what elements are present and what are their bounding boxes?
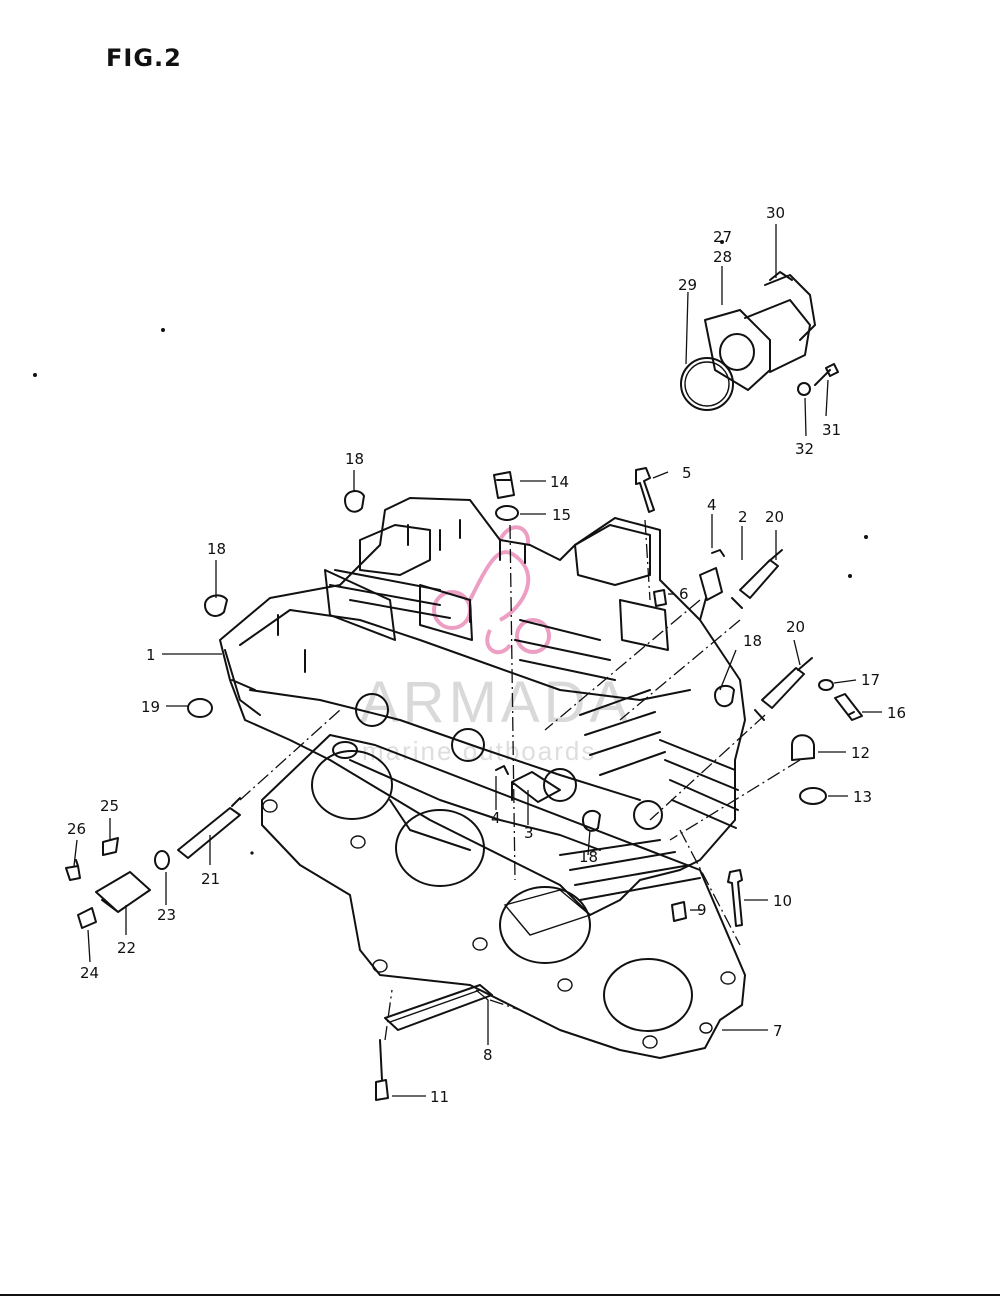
callout-18b: 18	[207, 540, 226, 558]
gasket-17	[818, 679, 834, 691]
housing-22	[95, 871, 151, 913]
callout-14: 14	[550, 473, 569, 491]
callout-13: 13	[853, 788, 872, 806]
screw-31	[814, 363, 839, 386]
bottom-border	[0, 1294, 1000, 1296]
rod-21	[177, 797, 241, 859]
spark-plug-20a	[731, 549, 783, 609]
washer-32	[797, 382, 811, 396]
callout-16: 16	[887, 704, 906, 722]
callout-3: 3	[524, 824, 534, 842]
callout-15: 15	[552, 506, 571, 524]
cap-nut-14	[493, 471, 515, 499]
callout-18a: 18	[345, 450, 364, 468]
clip-4a	[711, 549, 725, 557]
watermark-logo	[432, 525, 551, 655]
small-parts	[65, 467, 863, 1101]
watermark-brand: ARMADA	[360, 670, 632, 735]
callout-7: 7	[773, 1022, 783, 1040]
callout-12: 12	[851, 744, 870, 762]
cap-24	[77, 907, 97, 929]
hose-clamp-30	[764, 274, 816, 341]
callout-20b: 20	[786, 618, 805, 636]
callout-10: 10	[773, 892, 792, 910]
callout-30: 30	[766, 204, 785, 222]
plug-18a	[344, 490, 365, 513]
callout-18c: 18	[743, 632, 762, 650]
intake-pipe-assembly	[680, 271, 839, 411]
bolt-11	[375, 1039, 389, 1101]
callout-22: 22	[117, 939, 136, 957]
bolt-16	[834, 693, 863, 721]
leader-lines	[73, 224, 882, 1097]
valve-3	[511, 771, 561, 803]
screw-26	[65, 859, 81, 881]
plug-18c	[714, 684, 735, 708]
callout-21: 21	[201, 870, 220, 888]
callout-32: 32	[795, 440, 814, 458]
bolt-10	[727, 869, 743, 927]
alignment-lines	[239, 519, 801, 1041]
plug-18d	[582, 809, 601, 832]
callout-8: 8	[483, 1046, 493, 1064]
plate-25	[102, 837, 119, 856]
callout-4a: 4	[707, 496, 717, 514]
callout-19: 19	[141, 698, 160, 716]
washer-15	[495, 505, 519, 521]
callout-6: 6	[679, 585, 689, 603]
callout-17: 17	[861, 671, 880, 689]
spark-plug-20b	[754, 657, 813, 721]
head-gasket	[261, 734, 746, 1059]
callout-4b: 4	[491, 809, 501, 827]
cylinder-head	[219, 497, 746, 916]
plug-18b	[204, 594, 228, 617]
o-ring-29	[680, 357, 734, 411]
gasket-strip	[384, 984, 493, 1031]
callout-27: 27	[713, 228, 732, 246]
watermark-tagline: marine outboards	[362, 736, 596, 766]
o-ring-23	[154, 850, 170, 870]
callout-18d: 18	[579, 848, 598, 866]
dowel-6	[653, 589, 667, 607]
cap-nut-12	[791, 734, 815, 761]
callout-5: 5	[682, 464, 692, 482]
valve-guide-2	[699, 567, 723, 621]
callout-1: 1	[146, 646, 156, 664]
callout-25: 25	[100, 797, 119, 815]
callouts: 1 2 3 4 4 5 6 7 8 9 10 11 12 13 14 15 16…	[67, 204, 906, 1106]
callout-29: 29	[678, 276, 697, 294]
callout-24: 24	[80, 964, 99, 982]
dowel-9	[671, 901, 687, 922]
callout-9: 9	[697, 901, 707, 919]
scan-specks	[33, 240, 868, 855]
pipe-flange	[704, 309, 771, 391]
watermark: ARMADA marine outboards	[360, 525, 632, 766]
figure-title: FIG.2	[106, 44, 182, 72]
callout-2: 2	[738, 508, 748, 526]
clip-4b	[495, 765, 509, 775]
washer-13	[799, 787, 827, 805]
callout-28: 28	[713, 248, 732, 266]
callout-26: 26	[67, 820, 86, 838]
callout-11: 11	[430, 1088, 449, 1106]
callout-31: 31	[822, 421, 841, 439]
bolt-5	[635, 467, 655, 513]
callout-20a: 20	[765, 508, 784, 526]
callout-23: 23	[157, 906, 176, 924]
plug-19	[187, 698, 213, 718]
